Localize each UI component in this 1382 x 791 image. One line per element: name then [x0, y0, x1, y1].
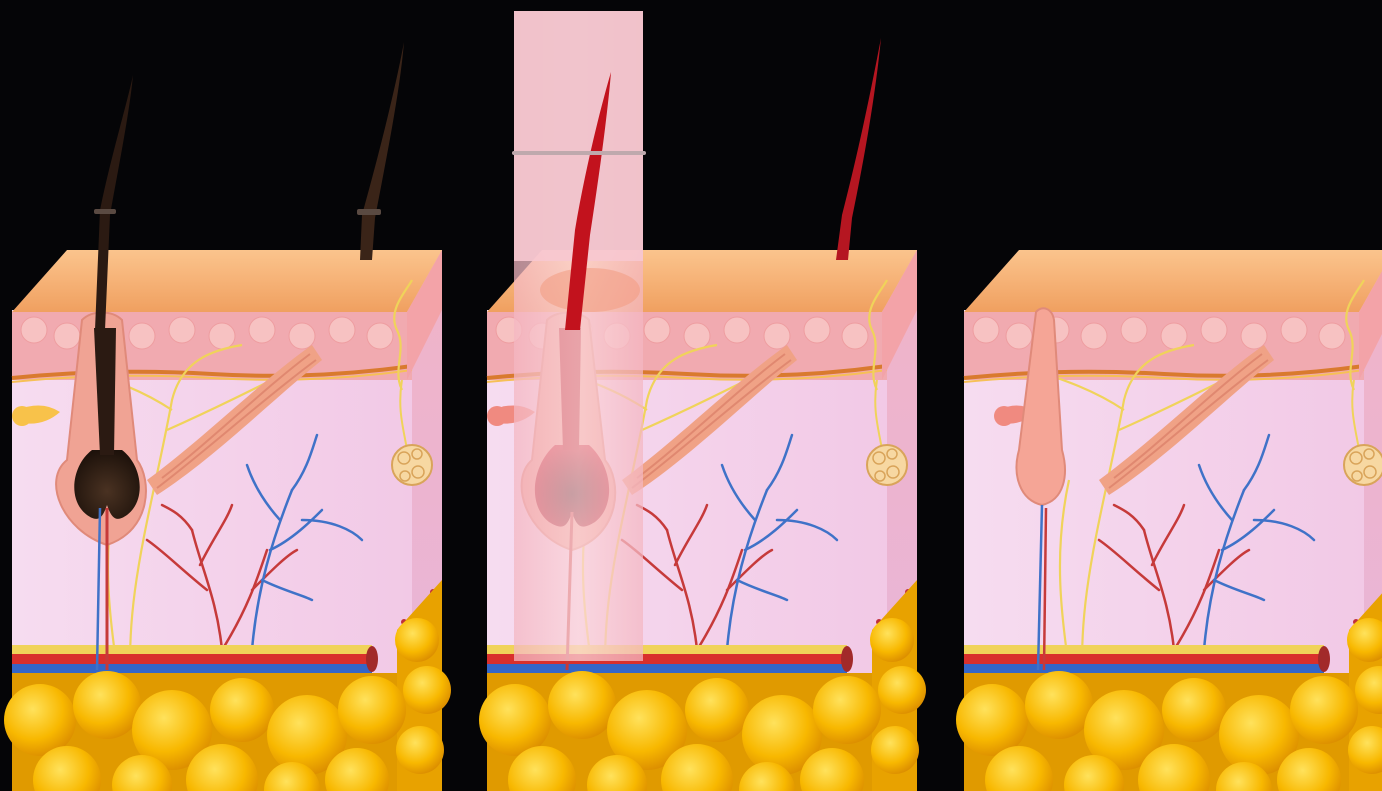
- laser-beam: [514, 11, 643, 661]
- panel-after-removal: [956, 250, 1382, 791]
- panel-untreated: [4, 250, 451, 791]
